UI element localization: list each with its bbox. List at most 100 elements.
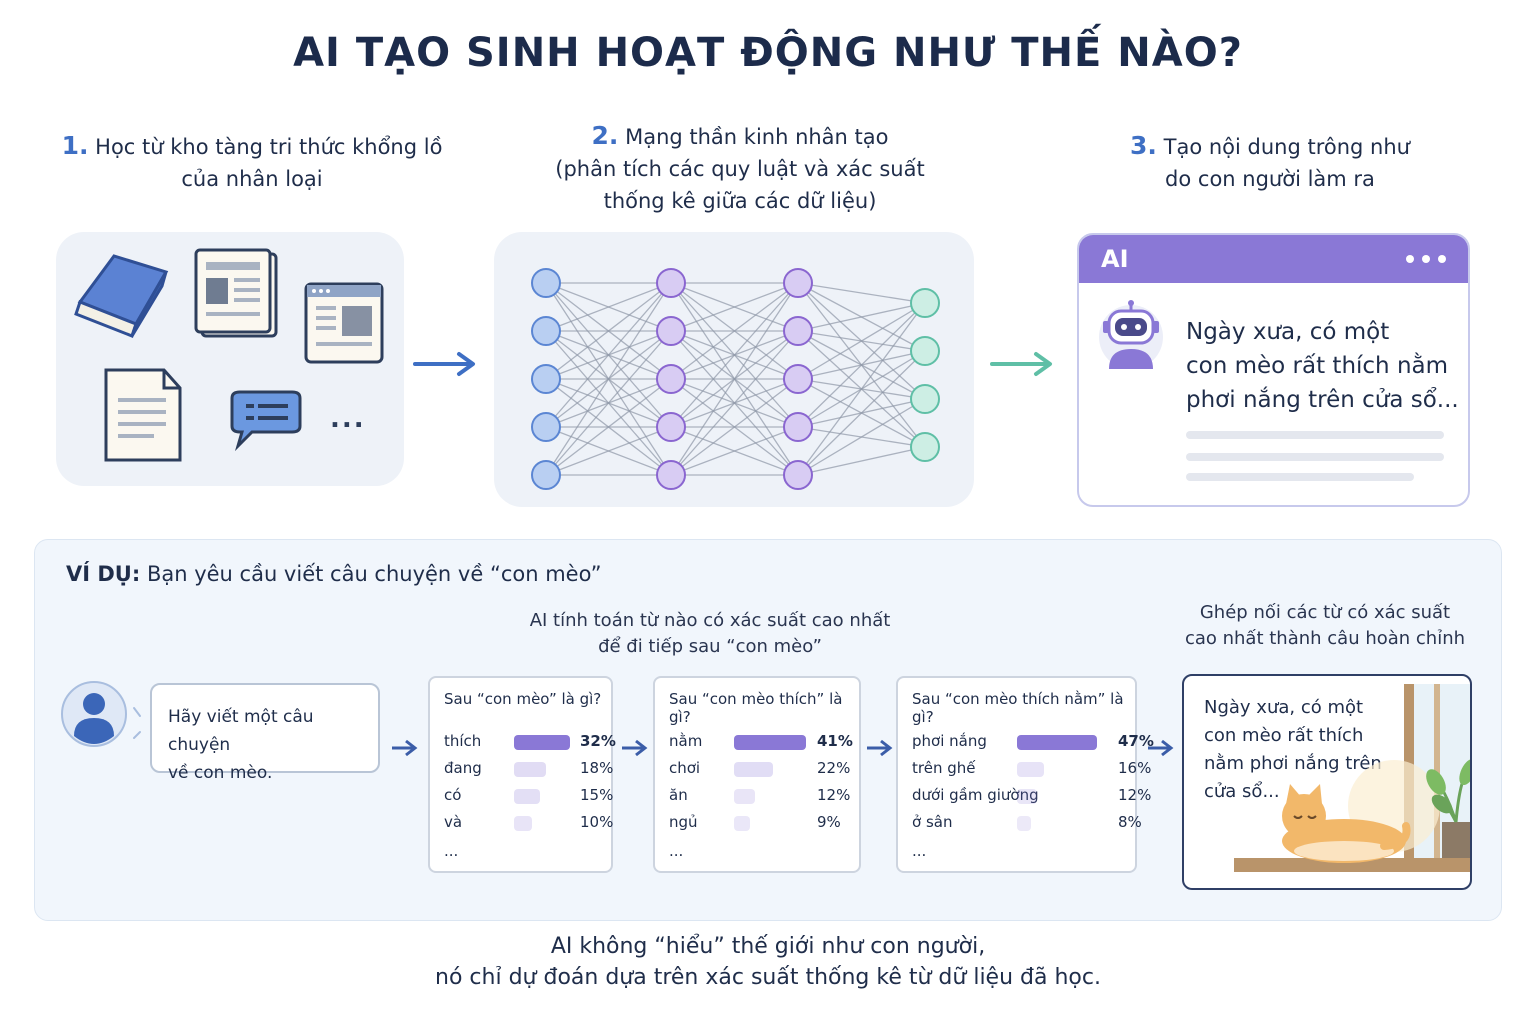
network-connection [670,282,799,428]
combine-caption-line: cao nhất thành câu hoàn chỉnh [1184,628,1466,649]
step-2-heading: 2. Mạng thần kinh nhân tạo (phân tích cá… [530,120,950,217]
network-node [656,460,686,490]
network-connection [670,282,799,476]
prompt-line: Hãy viết một câu chuyện [168,707,314,755]
network-connection [797,446,926,476]
robot-avatar-icon [1099,300,1163,369]
network-connection [797,398,926,476]
step-2-line-2: (phân tích các quy luật và xác suất [555,157,925,181]
probability-caption-line: AI tính toán từ nào có xác suất cao nhất [529,610,891,631]
card-question: Sau “con mèo thích nằm” là gì? [912,690,1124,726]
probability-value: 41% [817,732,853,750]
example-heading: VÍ DỤ: Bạn yêu cầu viết câu chuyện về “c… [66,562,602,586]
candidate-word: dưới gầm giường [912,786,1039,804]
network-node [656,412,686,442]
network-node [783,316,813,346]
network-connection [797,302,926,332]
probability-bar [514,735,570,750]
step-3-line-1: Tạo nội dung trông như [1163,135,1410,159]
candidate-word: có [444,786,462,804]
network-node [531,268,561,298]
probability-bar [1017,789,1038,804]
probability-value: 10% [580,813,614,831]
arrow-right-icon [1148,739,1174,757]
probability-value: 12% [817,786,851,804]
network-node [531,412,561,442]
candidate-word: thích [444,732,482,750]
more-options-icon[interactable] [1406,255,1446,263]
final-story-line: nằm phơi nắng trên [1204,753,1382,774]
candidate-word: trên ghế [912,759,976,777]
probability-bar [514,789,541,804]
network-connection [797,282,926,304]
network-connection [545,282,672,332]
final-story-line: cửa sổ... [1204,781,1280,802]
network-node [783,412,813,442]
network-node [910,384,940,414]
step-3-line-2: do con người làm ra [1165,167,1375,191]
network-connection [797,302,926,428]
step-2-number: 2. [591,121,619,150]
step-1-line-1: Học từ kho tàng tri thức khổng lồ [95,135,443,159]
network-connection [545,282,672,476]
probability-bar [734,735,806,750]
network-connection [670,282,799,332]
document-icon [104,368,182,462]
user-avatar-icon [61,681,141,747]
probability-caption-line: để đi tiếp sau “con mèo” [598,636,822,657]
probability-value: 15% [580,786,614,804]
arrow-right-icon [990,352,1052,376]
probability-value: 18% [580,759,614,777]
placeholder-text-line [1186,473,1414,481]
network-connection [670,378,799,476]
network-node [531,364,561,394]
card-question: Sau “con mèo” là gì? [444,690,602,708]
probability-bar [514,816,532,831]
final-story-card: Ngày xưa, có một con mèo rất thích nằm p… [1182,674,1472,890]
web-page-icon [304,282,384,364]
probability-bar [1017,816,1031,831]
network-node [656,268,686,298]
network-node [656,316,686,346]
arrow-right-icon [392,739,418,757]
probability-bar [1017,735,1097,750]
probability-value: 8% [1118,813,1142,831]
data-sources-illustration [74,248,384,462]
network-connection [797,350,926,476]
probability-row: có 15% [444,786,625,806]
ai-text-line: con mèo rất thích nằm [1186,353,1449,379]
network-connection [545,282,672,380]
final-story-line: con mèo rất thích [1204,725,1364,746]
candidate-word: ngủ [669,813,698,831]
placeholder-text-line [1186,453,1444,461]
network-node [531,460,561,490]
ai-window-titlebar: AI [1079,235,1468,283]
network-connection [545,378,672,476]
ai-window-title: AI [1101,245,1129,273]
example-heading-text: Bạn yêu cầu viết câu chuyện về “con mèo” [140,562,602,586]
final-story-line: Ngày xưa, có một [1204,697,1364,718]
network-connection [797,302,926,380]
network-node [910,336,940,366]
footer-line-1: AI không “hiểu” thế giới như con người, [550,934,986,959]
arrow-right-icon [413,352,475,376]
probability-bar [1017,762,1045,777]
example-heading-bold: VÍ DỤ: [66,562,141,586]
step-2-line-1: Mạng thần kinh nhân tạo [625,125,889,149]
step-3-number: 3. [1130,131,1157,160]
placeholder-text-line [1186,431,1444,439]
candidate-word: ăn [669,786,688,804]
probability-caption: AI tính toán từ nào có xác suất cao nhất… [500,608,920,660]
probability-value: 16% [1118,759,1152,777]
candidate-word: chơi [669,759,701,777]
book-icon [74,254,169,338]
network-node [783,364,813,394]
